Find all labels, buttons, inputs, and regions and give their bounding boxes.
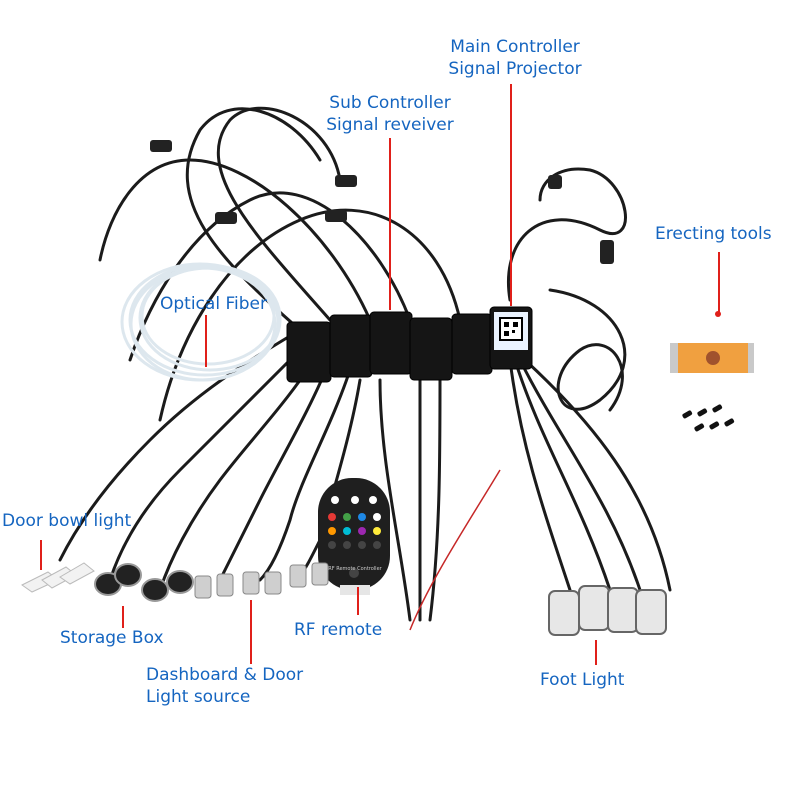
label-sub-controller: Sub Controller Signal reveiver: [315, 92, 465, 136]
label-main-controller-line2: Signal Projector: [448, 59, 582, 79]
storage-box-lights: [94, 563, 194, 602]
label-foot-light: Foot Light: [540, 670, 625, 690]
dashboard-light-sources: [194, 562, 329, 599]
erecting-tools-box: [670, 343, 754, 373]
label-dashboard-line1: Dashboard & Door: [146, 665, 304, 685]
pointer-main-controller: [510, 84, 512, 306]
pointer-storage-box: [122, 606, 124, 628]
door-bowl-light-strips: [21, 562, 95, 593]
power-wire: [409, 469, 501, 631]
pointer-optical-fiber: [205, 315, 207, 367]
label-erecting-tools: Erecting tools: [655, 224, 772, 244]
label-rf-remote: RF remote: [294, 620, 383, 640]
pointer-foot-light: [595, 640, 597, 665]
pointer-rf-remote: [357, 587, 359, 615]
pointer-door-bowl: [40, 540, 42, 570]
label-door-bowl-light: Door bowl light: [2, 511, 132, 531]
optical-fiber-coil: [120, 262, 282, 382]
pointer-dashboard: [250, 600, 252, 664]
label-storage-box: Storage Box: [60, 628, 164, 648]
label-optical-fiber: Optical Fiber: [160, 294, 267, 314]
pointer-erecting-tools-tip: [715, 311, 721, 317]
rf-remote-device: [318, 478, 390, 595]
label-sub-controller-line2: Signal reveiver: [326, 115, 454, 135]
remote-brand-text: RF Remote Controller: [328, 566, 382, 572]
qr-sticker: [494, 312, 528, 350]
foot-light-units: [548, 585, 667, 636]
label-main-controller: Main Controller Signal Projector: [440, 36, 590, 80]
inline-switches: [150, 140, 614, 264]
pointer-erecting-tools: [718, 252, 720, 314]
label-sub-controller-line1: Sub Controller: [329, 93, 451, 113]
label-dashboard: Dashboard & Door Light source: [146, 664, 303, 708]
erecting-tools-clips: [682, 404, 735, 432]
label-dashboard-line2: Light source: [146, 687, 251, 707]
pointer-sub-controller: [389, 138, 391, 310]
label-main-controller-line1: Main Controller: [450, 37, 580, 57]
